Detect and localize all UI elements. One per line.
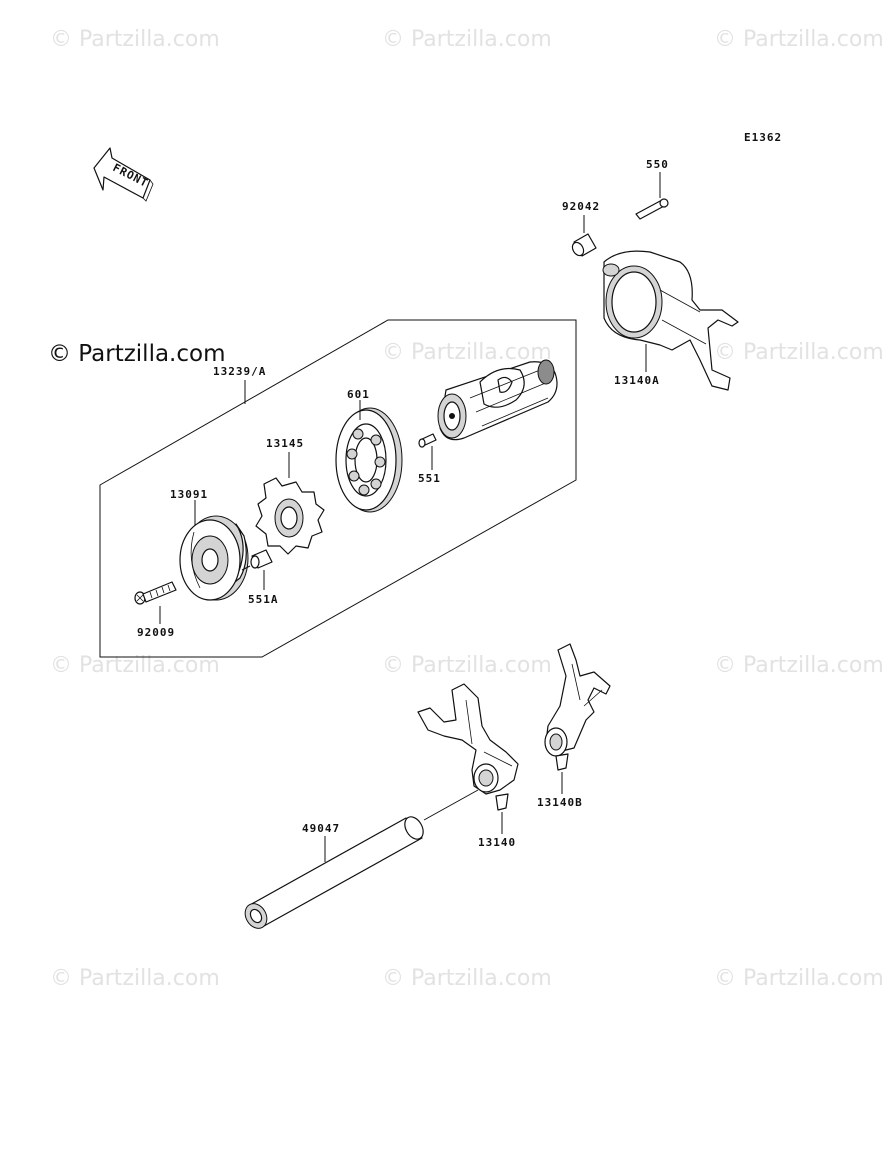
- label-92009: 92009: [137, 626, 175, 639]
- label-13091: 13091: [170, 488, 208, 501]
- part-49047-shift-rod: [244, 789, 479, 929]
- assembly-box: [99, 319, 577, 658]
- watermark-main: © Partzilla.com: [48, 341, 226, 367]
- label-551: 551: [418, 472, 441, 485]
- watermark: © Partzilla.com: [382, 27, 552, 52]
- label-49047: 49047: [302, 822, 340, 835]
- label-550: 550: [646, 158, 669, 171]
- watermark: © Partzilla.com: [50, 27, 220, 52]
- label-13140: 13140: [478, 836, 516, 849]
- part-shift-drum: [437, 359, 558, 441]
- watermark: © Partzilla.com: [714, 27, 884, 52]
- diagram-code: E1362: [744, 131, 782, 144]
- part-92009-screw: [134, 581, 177, 605]
- label-601: 601: [347, 388, 370, 401]
- label-13145: 13145: [266, 437, 304, 450]
- label-13140B: 13140B: [537, 796, 583, 809]
- part-601-bearing: [335, 407, 403, 513]
- label-92042: 92042: [562, 200, 600, 213]
- watermark: © Partzilla.com: [714, 653, 884, 678]
- watermark: © Partzilla.com: [382, 966, 552, 991]
- part-92042-roller: [571, 233, 597, 257]
- part-550-pin: [635, 198, 669, 220]
- label-13140A: 13140A: [614, 374, 660, 387]
- watermark-grid: © Partzilla.com © Partzilla.com © Partzi…: [50, 27, 884, 991]
- watermark: © Partzilla.com: [382, 340, 552, 365]
- watermark: © Partzilla.com: [50, 966, 220, 991]
- part-551-pin: [418, 433, 437, 448]
- part-13091-cam-plate: [179, 515, 249, 601]
- part-13140B-shift-fork: [544, 643, 611, 771]
- part-551A-dowel: [241, 549, 273, 571]
- watermark: © Partzilla.com: [382, 653, 552, 678]
- watermark: © Partzilla.com: [714, 340, 884, 365]
- front-arrow-icon: FRONT: [93, 147, 154, 202]
- part-13140A-shift-fork: [602, 250, 739, 391]
- label-551A: 551A: [248, 593, 279, 606]
- part-13145-star-plate: [255, 477, 325, 555]
- part-13140-shift-fork: [417, 683, 519, 811]
- watermark: © Partzilla.com: [714, 966, 884, 991]
- label-13239-A: 13239/A: [213, 365, 266, 378]
